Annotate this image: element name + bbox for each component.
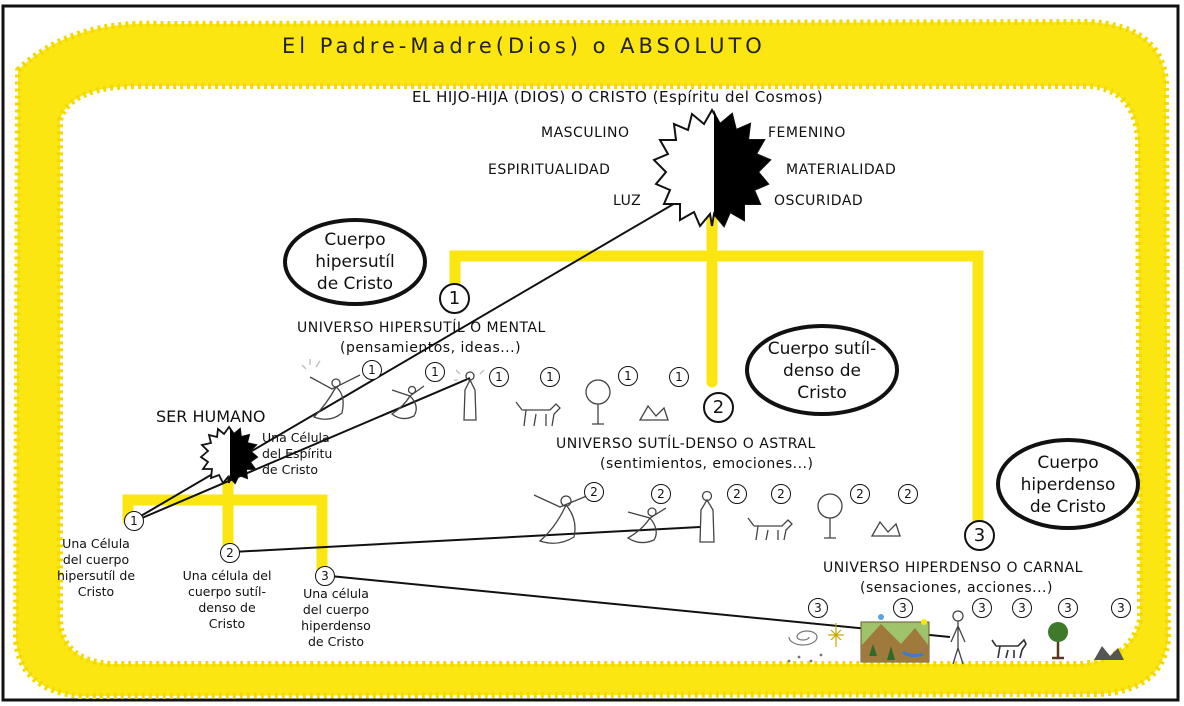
astral-figure-number: 2 — [898, 484, 918, 504]
mental-figure-number: 1 — [425, 362, 445, 382]
body-label-2: Cuerpo sutíl-denso de Cristo — [767, 339, 877, 403]
universe-subtitle-physical: (sensaciones, acciones...) — [860, 580, 1053, 596]
human-cell-label-3: Una célula del cuerpo hiperdenso de Cris… — [301, 586, 371, 649]
body-label-3: Cuerpo hiperdenso de Cristo — [1020, 453, 1116, 517]
human-cell-label-2: Una célula del cuerpo sutíl-denso de Cri… — [182, 568, 272, 631]
landscape-icon — [860, 621, 930, 663]
christ-left-label: LUZ — [613, 193, 642, 209]
standing-figure-icon — [699, 490, 715, 543]
christ-title: EL HIJO-HIJA (DIOS) O CRISTO (Espíritu d… — [412, 88, 824, 106]
astral-figure-number: 2 — [584, 482, 604, 502]
universe-subtitle-astral: (sentimientos, emociones...) — [600, 456, 814, 472]
outer-frame — [1, 4, 1180, 702]
body-number-1: 1 — [439, 283, 470, 314]
fairy-figure-icon — [626, 507, 667, 544]
physical-figure-number: 3 — [1111, 598, 1131, 618]
mental-universe-figures — [301, 359, 669, 427]
mental-figure-number: 1 — [669, 367, 689, 387]
rock-figure-icon — [638, 404, 669, 421]
tree-icon — [1048, 622, 1068, 660]
mental-figure-number: 1 — [618, 366, 638, 386]
christ-left-label: ESPIRITUALIDAD — [488, 162, 611, 178]
universe-title-mental: UNIVERSO HIPERSUTÍL O MENTAL — [297, 320, 546, 336]
galaxy-icon — [787, 630, 823, 663]
body-number-3: 3 — [964, 520, 995, 551]
human-cell-number-2: 2 — [220, 543, 240, 563]
physical-figure-number: 3 — [972, 598, 992, 618]
mental-figure-number: 1 — [540, 367, 560, 387]
rock-figure-icon — [870, 520, 901, 537]
universe-title-physical: UNIVERSO HIPERDENSO O CARNAL — [823, 560, 1083, 576]
christ-left-label: MASCULINO — [541, 125, 630, 141]
yellow-branches — [122, 194, 984, 578]
oval-body-2 — [745, 324, 899, 416]
physical-figure-number: 3 — [1012, 598, 1032, 618]
christ-right-label: OSCURIDAD — [774, 193, 864, 209]
astral-figure-number: 2 — [651, 484, 671, 504]
mental-figure-number: 1 — [489, 367, 509, 387]
astral-figure-number: 2 — [850, 484, 870, 504]
astral-universe-figures — [533, 490, 901, 544]
body-number-2: 2 — [703, 392, 734, 423]
tree-figure-icon — [585, 379, 611, 425]
star-icon — [828, 623, 844, 647]
astral-figure-number: 2 — [771, 484, 791, 504]
page-title: El Padre-Madre(Dios) o ABSOLUTO — [282, 34, 766, 58]
rock-icon — [1094, 646, 1124, 660]
astral-figure-number: 2 — [727, 484, 747, 504]
christ-right-label: MATERIALIDAD — [786, 162, 897, 178]
fairy-figure-icon — [390, 385, 425, 420]
universe-title-astral: UNIVERSO SUTÍL-DENSO O ASTRAL — [556, 436, 816, 452]
christ-right-label: FEMENINO — [768, 125, 846, 141]
physical-universe-figures — [787, 610, 1124, 665]
physical-figure-number: 3 — [893, 598, 913, 618]
human-cell-number-3: 3 — [315, 566, 335, 586]
body-label-1: Cuerpo hipersutíl de Cristo — [315, 230, 395, 294]
standing-figure-icon — [454, 369, 485, 421]
oval-body-3 — [996, 438, 1140, 530]
human-cell-number-1: 1 — [124, 511, 144, 531]
human-title: SER HUMANO — [156, 407, 266, 426]
christ-star-icon — [652, 107, 772, 228]
angel-figure-icon — [301, 359, 361, 420]
dog-figure-icon — [747, 517, 793, 541]
dog-icon — [991, 638, 1027, 659]
mental-figure-number: 1 — [362, 360, 382, 380]
physical-figure-number: 3 — [808, 598, 828, 618]
oval-body-1 — [283, 218, 427, 306]
human-cell-label-1: Una Célula del cuerpo hipersutíl de Cris… — [56, 536, 136, 599]
standing-man-icon — [950, 610, 966, 665]
physical-figure-number: 3 — [1058, 598, 1078, 618]
human-star-icon — [199, 425, 259, 485]
tree-figure-icon — [817, 493, 843, 539]
universe-subtitle-mental: (pensamientos, ideas...) — [340, 340, 522, 356]
dog-figure-icon — [515, 401, 561, 427]
angel-figure-icon — [533, 492, 595, 544]
human-spirit-cell-label: Una Célula del Espíritu de Cristo — [262, 430, 333, 477]
yellow-border — [13, 19, 1171, 699]
